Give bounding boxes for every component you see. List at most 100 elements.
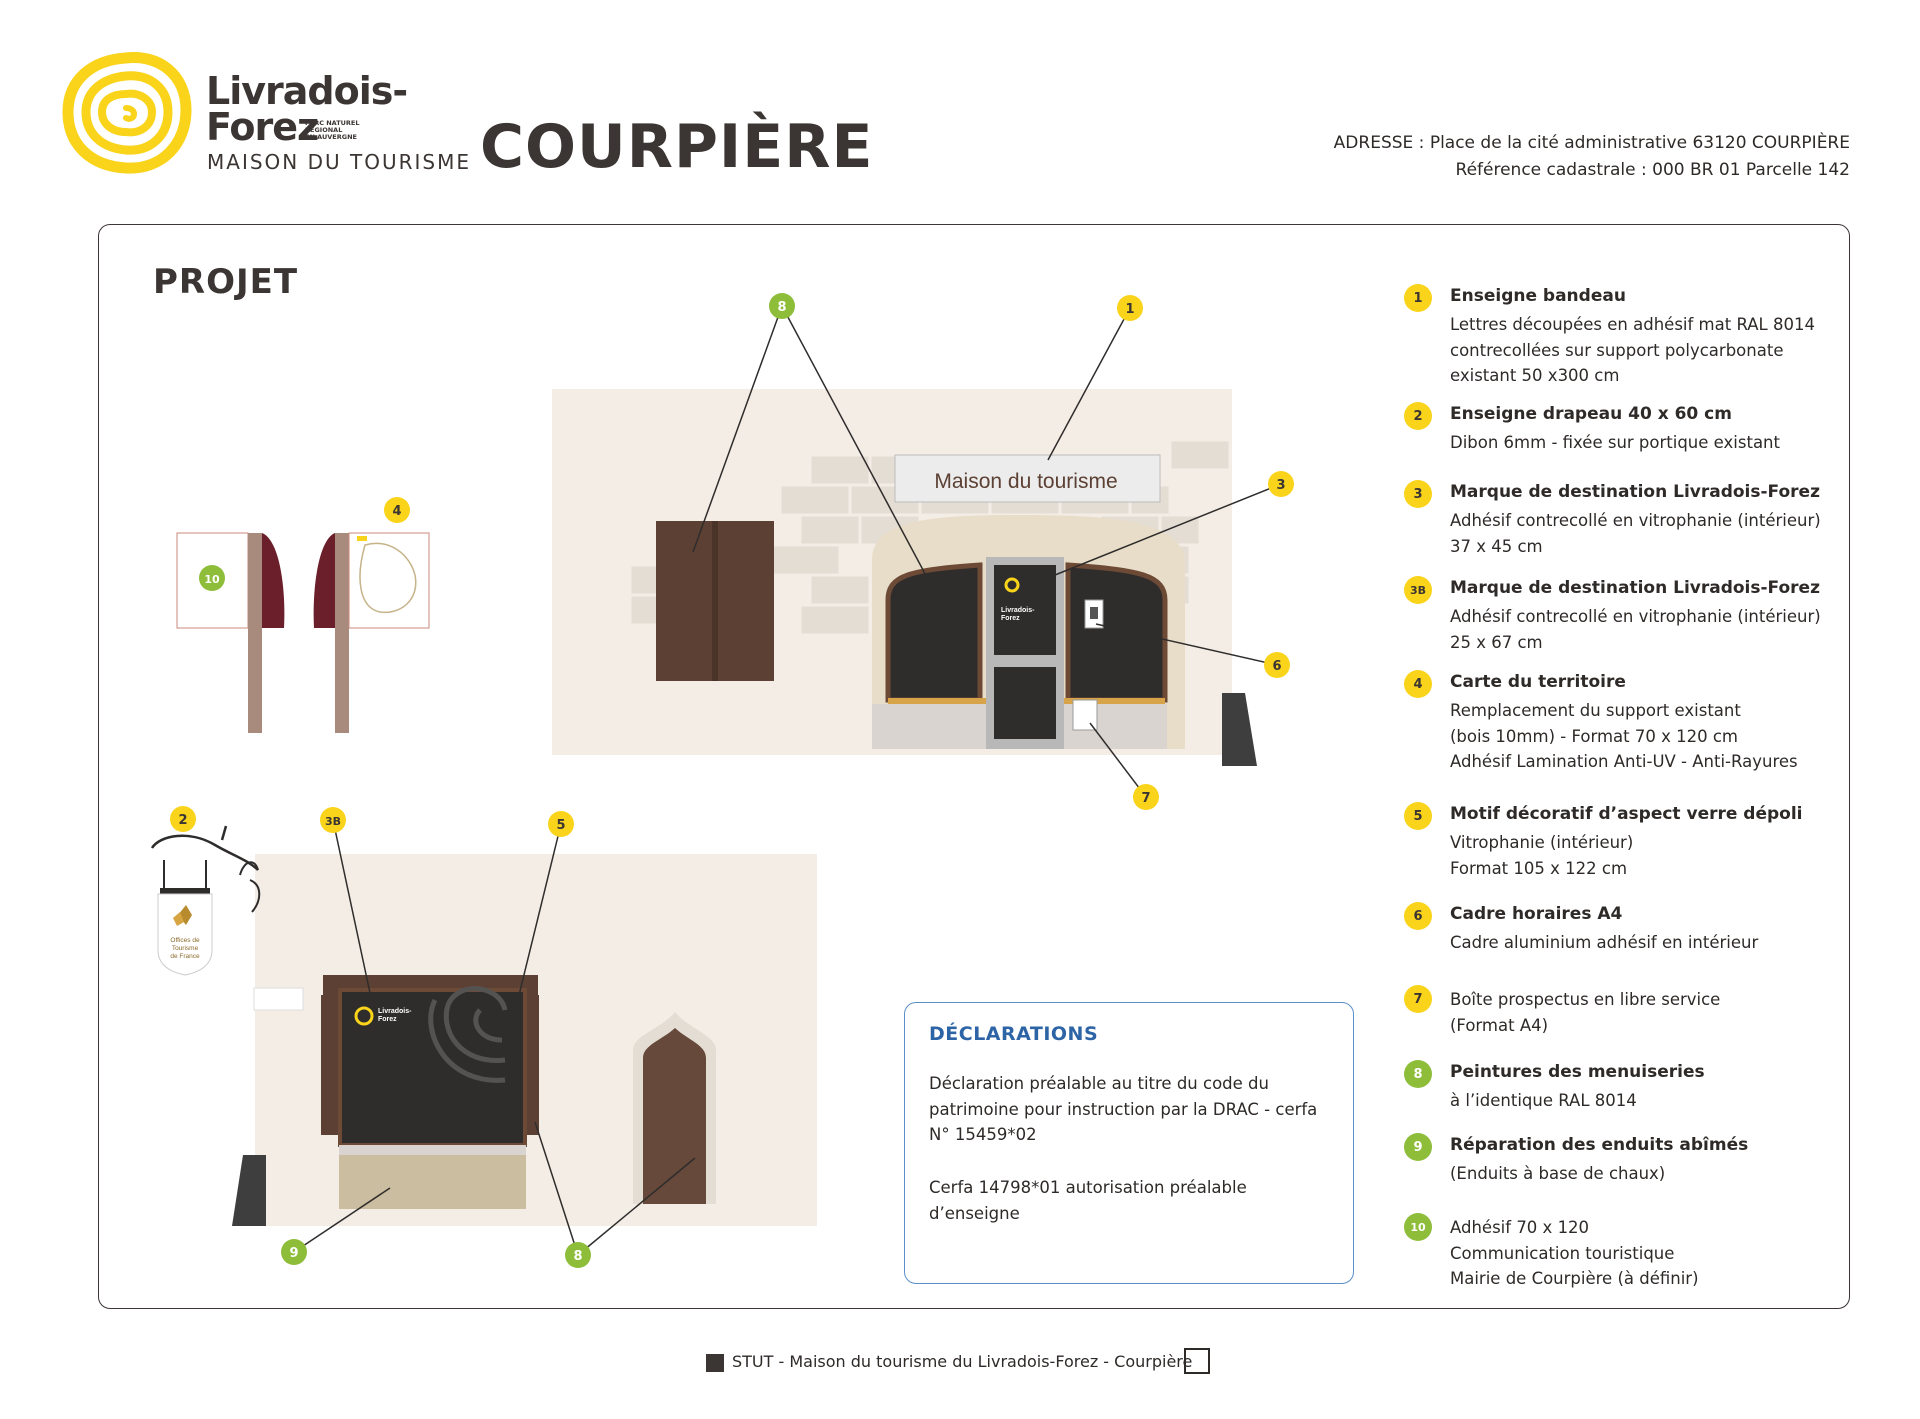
marker-2-label: 2 — [178, 813, 187, 828]
door-logo-text-1: Livradois- — [1001, 607, 1035, 614]
poster-stand-10 — [176, 532, 285, 733]
flag-text-3: de France — [170, 953, 200, 960]
legend-desc: Dibon 6mm - fixée sur portique existant — [1450, 433, 1780, 452]
address-line: ADRESSE : Place de la cité administrativ… — [1334, 130, 1850, 157]
marker-7-label: 7 — [1141, 791, 1150, 806]
legend-badge: 8 — [1404, 1060, 1432, 1088]
marker-5-label: 5 — [556, 818, 565, 833]
logo-sub-line: EN AUVERGNE — [305, 133, 357, 141]
legend-badge: 4 — [1404, 670, 1432, 698]
marker-3b-label: 3B — [325, 815, 341, 828]
window-logo-text-2: Forez — [378, 1016, 397, 1023]
marker-8-top: 8 — [769, 293, 795, 319]
leaflet-box — [1072, 699, 1098, 731]
legend-badge: 1 — [1404, 284, 1432, 312]
door-logo-mark — [1004, 577, 1020, 593]
marker-1-label: 1 — [1125, 302, 1134, 317]
logo-line-1: Livradois- — [206, 69, 408, 113]
footer-checkbox[interactable] — [1184, 1348, 1210, 1374]
marker-8-bottom: 8 — [565, 1242, 591, 1268]
legend-desc: Remplacement du support existant (bois 1… — [1450, 701, 1798, 771]
address-block: ADRESSE : Place de la cité administrativ… — [1334, 130, 1850, 184]
sandwich-board — [1222, 693, 1257, 766]
legend-title: Enseigne drapeau 40 x 60 cm — [1450, 404, 1732, 424]
marker-3b: 3B — [320, 807, 346, 833]
marker-4-label: 4 — [392, 504, 401, 519]
marker-10: 10 — [199, 565, 225, 591]
door-logo-text-2: Forez — [1001, 615, 1020, 622]
project-illustration: Livradois- Forez Maison du tourisme — [150, 293, 1294, 1268]
legend-badge: 5 — [1404, 802, 1432, 830]
declarations-heading: DÉCLARATIONS — [929, 1023, 1099, 1045]
legend-badge: 3 — [1404, 480, 1432, 508]
window-logo-mark — [354, 1006, 374, 1026]
legend-badge: 7 — [1404, 985, 1432, 1013]
legend-title: Enseigne bandeau — [1450, 286, 1626, 306]
marker-1: 1 — [1117, 295, 1143, 321]
logo-subtitle: PARC NATUREL RÉGIONAL EN AUVERGNE — [305, 120, 360, 141]
wooden-shutter — [656, 521, 774, 681]
page-title: COURPIÈRE — [480, 112, 874, 182]
legend-title: Marque de destination Livradois-Forez — [1450, 578, 1820, 598]
legend-desc: Vitrophanie (intérieur) Format 105 x 122… — [1450, 833, 1634, 878]
marker-6: 6 — [1264, 652, 1290, 678]
declarations-box: DÉCLARATIONS Déclaration préalable au ti… — [904, 1002, 1354, 1284]
logo-line-2: Forez — [206, 105, 319, 149]
legend-title: Réparation des enduits abîmés — [1450, 1135, 1749, 1155]
logo-sub-line: PARC NATUREL — [305, 119, 360, 127]
address-value: Place de la cité administrative 63120 CO… — [1429, 133, 1850, 153]
legend-title: Peintures des menuiseries — [1450, 1062, 1705, 1082]
flag-sign: Offices de Tourisme de France — [150, 825, 261, 976]
legend-title: Carte du territoire — [1450, 672, 1626, 692]
marker-10-label: 10 — [204, 573, 220, 586]
livradois-forez-logo-mark — [62, 52, 192, 174]
legend-desc: Adhésif contrecollé en vitrophanie (inté… — [1450, 511, 1821, 556]
frosted-motif — [428, 986, 508, 1083]
shop-base-grey — [339, 1145, 526, 1155]
marker-3: 3 — [1268, 471, 1294, 497]
legend-desc: Adhésif contrecollé en vitrophanie (inté… — [1450, 607, 1821, 652]
footer-square-filled — [706, 1354, 724, 1372]
gothic-door — [643, 1028, 706, 1204]
legend-title: Motif décoratif d’aspect verre dépoli — [1450, 804, 1803, 824]
arch-window-left — [885, 562, 983, 703]
legend-desc: Lettres découpées en adhésif mat RAL 801… — [1450, 315, 1815, 385]
window-logo-text-1: Livradois- — [378, 1008, 412, 1015]
marker-9: 9 — [281, 1239, 307, 1265]
declarations-paragraph-1: Déclaration préalable au titre du code d… — [929, 1074, 1318, 1144]
logo-maison-du-tourisme: MAISON DU TOURISME — [207, 150, 471, 174]
door-lower-pane — [994, 667, 1056, 739]
legend-desc: Cadre aluminium adhésif en intérieur — [1450, 933, 1759, 952]
declarations-paragraph-2: Cerfa 14798*01 autorisation préalable d’… — [929, 1178, 1247, 1223]
legend-title: Marque de destination Livradois-Forez — [1450, 482, 1820, 502]
cadastre-line: Référence cadastrale : 000 BR 01 Parcell… — [1455, 160, 1850, 180]
address-label: ADRESSE : — [1333, 133, 1430, 153]
fascia-sign-text: Maison du tourisme — [934, 470, 1117, 493]
legend-badge: 6 — [1404, 902, 1432, 930]
legend-badge: 10 — [1404, 1213, 1432, 1241]
shop-base — [339, 1155, 526, 1209]
legend-desc: (Enduits à base de chaux) — [1450, 1164, 1666, 1183]
main-facade: Livradois- Forez Maison du tourisme — [552, 389, 1257, 766]
legend-title: Cadre horaires A4 — [1450, 904, 1623, 924]
legend-badge: 9 — [1404, 1133, 1432, 1161]
marker-8-label: 8 — [573, 1249, 582, 1264]
logo-sub-line: RÉGIONAL — [305, 126, 343, 134]
door-upper-pane — [994, 565, 1056, 655]
project-frame — [98, 224, 1850, 1309]
legend-desc: à l’identique RAL 8014 — [1450, 1091, 1637, 1110]
marker-3-label: 3 — [1276, 478, 1285, 493]
footer-text: STUT - Maison du tourisme du Livradois-F… — [732, 1352, 1193, 1371]
opening-hours-detail — [1090, 607, 1098, 619]
fascia-sign — [894, 454, 1161, 503]
legend-badge: 2 — [1404, 402, 1432, 430]
arch-window-right — [1065, 562, 1168, 703]
shop-left-post — [321, 995, 339, 1135]
marker-2: 2 — [170, 806, 196, 832]
marker-4: 4 — [384, 497, 410, 523]
marker-9-label: 9 — [289, 1246, 298, 1261]
flag-text-1: Offices de — [170, 937, 200, 944]
flag-text-2: Tourisme — [172, 945, 199, 952]
wall-plaque — [253, 987, 304, 1011]
second-facade: Livradois- Forez Offices de Tourisme de … — [150, 825, 817, 1226]
